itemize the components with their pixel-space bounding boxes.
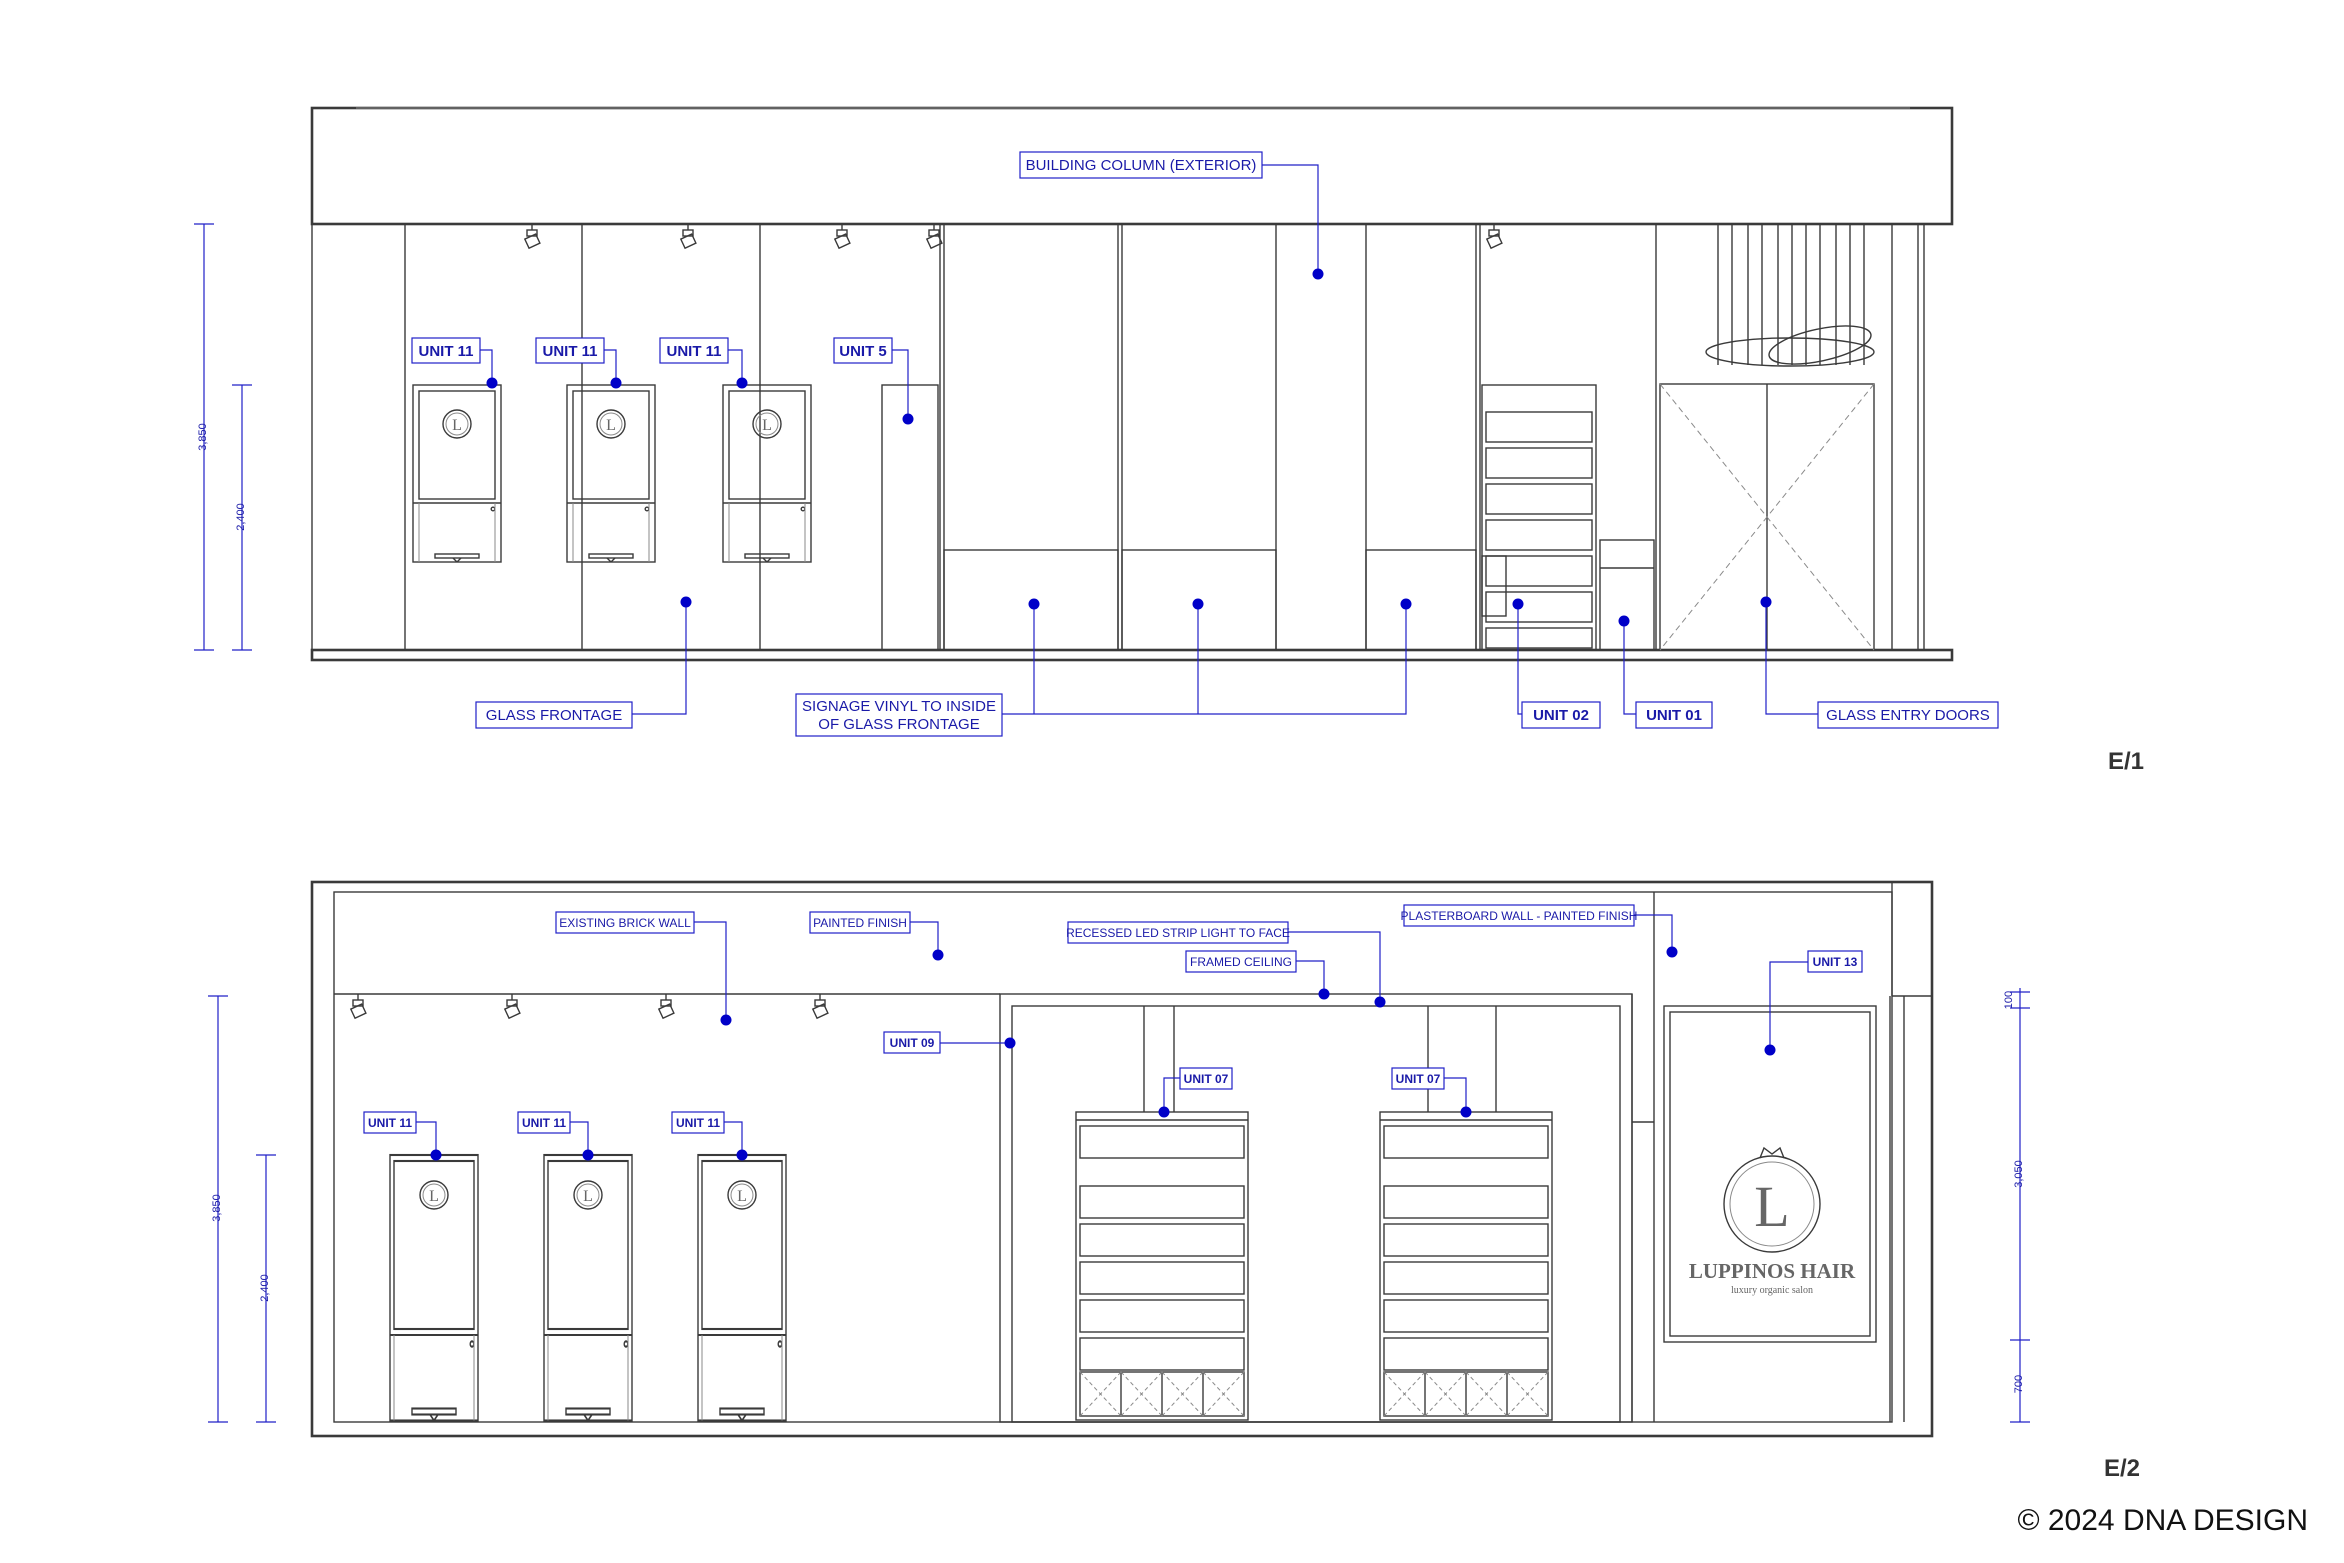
unit-01-counter <box>1599 539 1655 651</box>
logo-brand: LUPPINOS HAIR <box>1689 1259 1856 1283</box>
copyright: © 2024 DNA DESIGN <box>2017 1504 2308 1537</box>
label-unit5: UNIT 5 <box>833 337 893 364</box>
label-framed-ceiling: FRAMED CEILING <box>1185 950 1297 973</box>
svg-text:EXISTING BRICK WALL: EXISTING BRICK WALL <box>559 916 691 930</box>
svg-text:UNIT 11: UNIT 11 <box>676 1116 720 1130</box>
label-unit02: UNIT 02 <box>1521 701 1601 729</box>
floor-slab-1 <box>310 648 1954 662</box>
unit-5-column <box>881 384 939 651</box>
unit-02-shelving <box>1481 384 1597 651</box>
label-unit07-a: UNIT 07 <box>1179 1067 1233 1090</box>
framed-ceiling-recess <box>999 892 1905 1423</box>
svg-text:BUILDING COLUMN (EXTERIOR): BUILDING COLUMN (EXTERIOR) <box>1026 157 1257 174</box>
svg-text:L: L <box>606 417 616 434</box>
svg-text:2,400: 2,400 <box>235 503 247 531</box>
svg-text:3,850: 3,850 <box>211 1194 223 1222</box>
elevation-1: L L L <box>194 106 2144 775</box>
frontage-mullions <box>404 224 1925 650</box>
svg-text:100: 100 <box>2003 991 2015 1009</box>
elevation-2-tag: E/2 <box>2104 1455 2140 1482</box>
label-unit07-b: UNIT 07 <box>1391 1067 1445 1090</box>
svg-text:3,850: 3,850 <box>197 423 209 451</box>
glass-entry-doors <box>1659 383 1875 651</box>
svg-text:UNIT 5: UNIT 5 <box>839 343 887 360</box>
label-unit09: UNIT 09 <box>883 1031 941 1054</box>
unit-11-cabinets-1 <box>412 384 812 563</box>
svg-text:UNIT 11: UNIT 11 <box>522 1116 566 1130</box>
label-recessed-led: RECESSED LED STRIP LIGHT TO FACE <box>1066 921 1290 944</box>
unit-13-sign: L LUPPINOS HAIR luxury organic salon <box>1663 1005 1877 1343</box>
label-building-column: BUILDING COLUMN (EXTERIOR) <box>1019 151 1263 179</box>
annotation-dots-e1 <box>486 268 1772 627</box>
svg-text:UNIT 09: UNIT 09 <box>890 1036 935 1050</box>
svg-text:FRAMED CEILING: FRAMED CEILING <box>1190 955 1292 969</box>
leaders-e1 <box>480 164 1818 715</box>
label-painted-finish: PAINTED FINISH <box>809 911 911 934</box>
label-unit11-a: UNIT 11 <box>411 337 481 364</box>
unit-07-shelving-b <box>1379 1111 1553 1421</box>
svg-text:GLASS ENTRY DOORS: GLASS ENTRY DOORS <box>1826 707 1990 724</box>
svg-text:L: L <box>583 1188 593 1205</box>
svg-text:L: L <box>429 1188 439 1205</box>
label-glass-entry-doors: GLASS ENTRY DOORS <box>1817 701 1999 729</box>
svg-text:UNIT 11: UNIT 11 <box>368 1116 412 1130</box>
leaders-e2 <box>416 914 1808 1155</box>
svg-text:3,050: 3,050 <box>2013 1160 2025 1188</box>
svg-text:UNIT 07: UNIT 07 <box>1184 1072 1229 1086</box>
svg-text:GLASS FRONTAGE: GLASS FRONTAGE <box>486 707 622 724</box>
label-unit13: UNIT 13 <box>1807 950 1863 973</box>
label-glass-frontage: GLASS FRONTAGE <box>475 701 633 729</box>
unit-07-shelving-a <box>1075 1111 1249 1421</box>
svg-text:L: L <box>737 1188 747 1205</box>
label-unit11-e2-b: UNIT 11 <box>517 1111 571 1134</box>
svg-text:UNIT 01: UNIT 01 <box>1646 707 1702 724</box>
svg-text:UNIT 07: UNIT 07 <box>1396 1072 1441 1086</box>
elevation-2: L L L L LUPPINOS HAIR luxury organic sal… <box>208 880 2140 1482</box>
svg-text:PLASTERBOARD WALL - PAINTED FI: PLASTERBOARD WALL - PAINTED FINISH <box>1401 909 1638 923</box>
cabinet-logos-1: L L L <box>442 409 782 439</box>
svg-text:OF GLASS FRONTAGE: OF GLASS FRONTAGE <box>818 716 979 733</box>
elevation-1-tag: E/1 <box>2108 748 2144 775</box>
svg-text:700: 700 <box>2013 1375 2025 1393</box>
track-spotlights-2 <box>350 993 829 1019</box>
svg-text:UNIT 02: UNIT 02 <box>1533 707 1589 724</box>
svg-text:PAINTED FINISH: PAINTED FINISH <box>813 916 907 930</box>
annotation-dots-e2 <box>430 946 1776 1161</box>
signage-panels <box>943 549 1477 651</box>
dimensions-e1: 3,850 2,400 <box>194 223 252 651</box>
elevation-2-outline <box>310 880 1934 1438</box>
label-unit11-c: UNIT 11 <box>659 337 729 364</box>
label-unit11-b: UNIT 11 <box>535 337 605 364</box>
label-plasterboard-wall: PLASTERBOARD WALL - PAINTED FINISH <box>1401 904 1638 927</box>
dimensions-e2: 3,850 2,400 100 3,050 700 <box>208 988 2030 1423</box>
pendant-light <box>1705 224 1875 367</box>
svg-text:L: L <box>452 417 462 434</box>
svg-text:SIGNAGE VINYL TO INSIDE: SIGNAGE VINYL TO INSIDE <box>802 698 996 715</box>
svg-text:UNIT 11: UNIT 11 <box>418 343 473 360</box>
cabinet-logos-2: L L L <box>419 1180 757 1210</box>
track-spotlights-1 <box>524 223 1503 249</box>
svg-text:2,400: 2,400 <box>259 1274 271 1302</box>
label-unit01: UNIT 01 <box>1635 701 1713 729</box>
svg-text:UNIT 11: UNIT 11 <box>542 343 597 360</box>
svg-text:L: L <box>1754 1174 1789 1239</box>
svg-text:RECESSED LED STRIP LIGHT TO FA: RECESSED LED STRIP LIGHT TO FACE <box>1066 926 1290 940</box>
label-unit11-e2-a: UNIT 11 <box>363 1111 417 1134</box>
label-unit11-e2-c: UNIT 11 <box>671 1111 725 1134</box>
svg-text:UNIT 13: UNIT 13 <box>1813 955 1858 969</box>
label-existing-brick-wall: EXISTING BRICK WALL <box>555 911 695 934</box>
logo-tagline: luxury organic salon <box>1731 1285 1813 1296</box>
svg-text:UNIT 11: UNIT 11 <box>666 343 721 360</box>
svg-text:L: L <box>762 417 772 434</box>
